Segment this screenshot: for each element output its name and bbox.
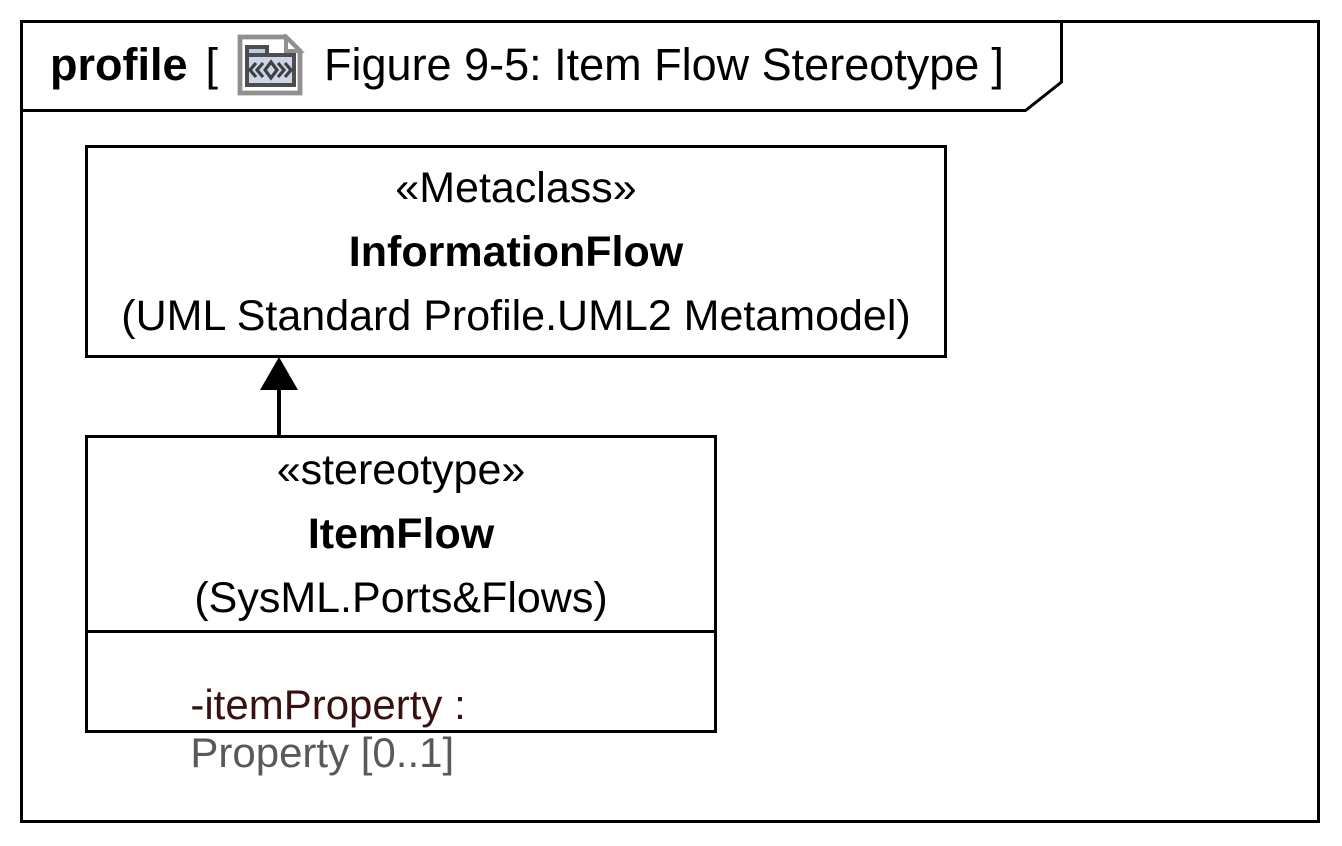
frame-header: profile [ Figure 9-5: Item Flow Stereoty… [20,20,1060,110]
attribute-type-text: Property [0..1] [190,729,455,776]
diagram-kind-label: profile [50,39,188,90]
filled-triangle-arrowhead [260,357,298,390]
close-bracket: ] [991,39,1004,90]
stereotype-node-itemflow: «stereotype» ItemFlow (SysML.Ports&Flows… [85,435,717,776]
diagram-name: Figure 9-5: Item Flow Stereotype [324,39,980,90]
itemflow-attributes-compartment: -itemProperty : Property [0..1] [88,633,714,825]
extension-arrow [260,357,298,438]
itemflow-header-compartment: «stereotype» ItemFlow (SysML.Ports&Flows… [88,438,714,633]
itemflow-package-label: (SysML.Ports&Flows) [194,574,608,622]
itemflow-name-label: ItemFlow [307,510,495,558]
guillemet-diamond-glyph [247,59,294,81]
attribute-name-text: -itemProperty : [190,681,478,728]
open-bracket: [ [205,39,219,90]
metaclass-node-informationflow: «Metaclass» InformationFlow (UML Standar… [85,145,947,358]
metaclass-name-label: InformationFlow [348,227,684,276]
attribute-itemproperty: -itemProperty : Property [0..1] [97,633,477,825]
metaclass-package-label: (UML Standard Profile.UML2 Metamodel) [121,291,911,340]
profile-diagram-icon [237,34,305,96]
metaclass-stereotype-label: «Metaclass» [395,163,637,212]
itemflow-stereotype-label: «stereotype» [276,446,526,494]
